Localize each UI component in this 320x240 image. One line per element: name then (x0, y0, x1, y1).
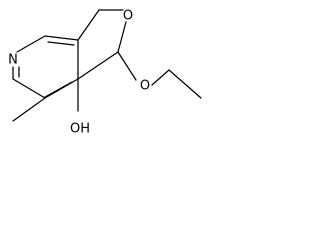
bond-c6-c7a-inner (47, 41, 75, 46)
bond-c4-methyl (12, 97, 46, 122)
bond-c1-c3a (77, 51, 119, 80)
furan-oxygen-label: O (123, 9, 133, 24)
bond-ethyl-methyl (168, 69, 202, 99)
structure-canvas: N O O OH (0, 0, 226, 145)
bond-c7a-ch2 (77, 9, 100, 41)
bond-c6-c7a (44, 35, 79, 41)
bond-c4-c5 (12, 78, 46, 99)
bond-c1-o-ether (117, 51, 137, 81)
bond-n-c6 (16, 35, 46, 53)
hydroxyl-label: OH (70, 122, 90, 137)
bond-c3a-c4-inner (44, 81, 73, 98)
ether-oxygen-label: O (140, 79, 150, 94)
chemical-structure-diagram: N O O OH (8, 9, 202, 137)
bond-o-ethyl (151, 69, 170, 86)
bond-o-c1 (117, 21, 127, 53)
nitrogen-label: N (8, 53, 18, 68)
